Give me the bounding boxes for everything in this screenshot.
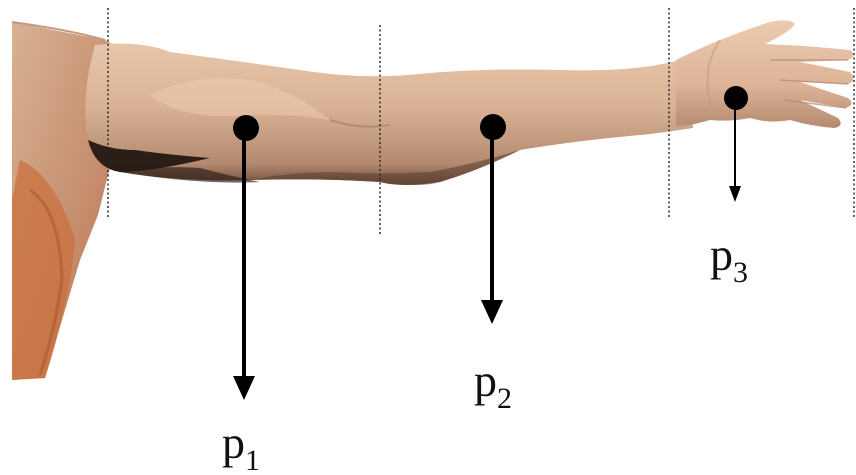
center-of-mass-p3	[724, 86, 748, 110]
label-p3: p3	[710, 229, 748, 289]
hand	[676, 20, 854, 128]
segment-dividers	[107, 8, 855, 234]
force-p3: p3	[710, 86, 748, 289]
arm	[85, 43, 693, 185]
arrow-head-p1	[233, 376, 255, 400]
center-of-mass-p1	[233, 115, 259, 141]
center-of-mass-p2	[480, 114, 506, 140]
arrow-head-p2	[481, 300, 503, 324]
force-p2: p2	[474, 114, 512, 415]
arrow-head-p3	[729, 186, 741, 202]
force-p1: p1	[222, 115, 260, 475]
label-p1: p1	[222, 417, 260, 475]
label-p2: p2	[474, 355, 512, 415]
